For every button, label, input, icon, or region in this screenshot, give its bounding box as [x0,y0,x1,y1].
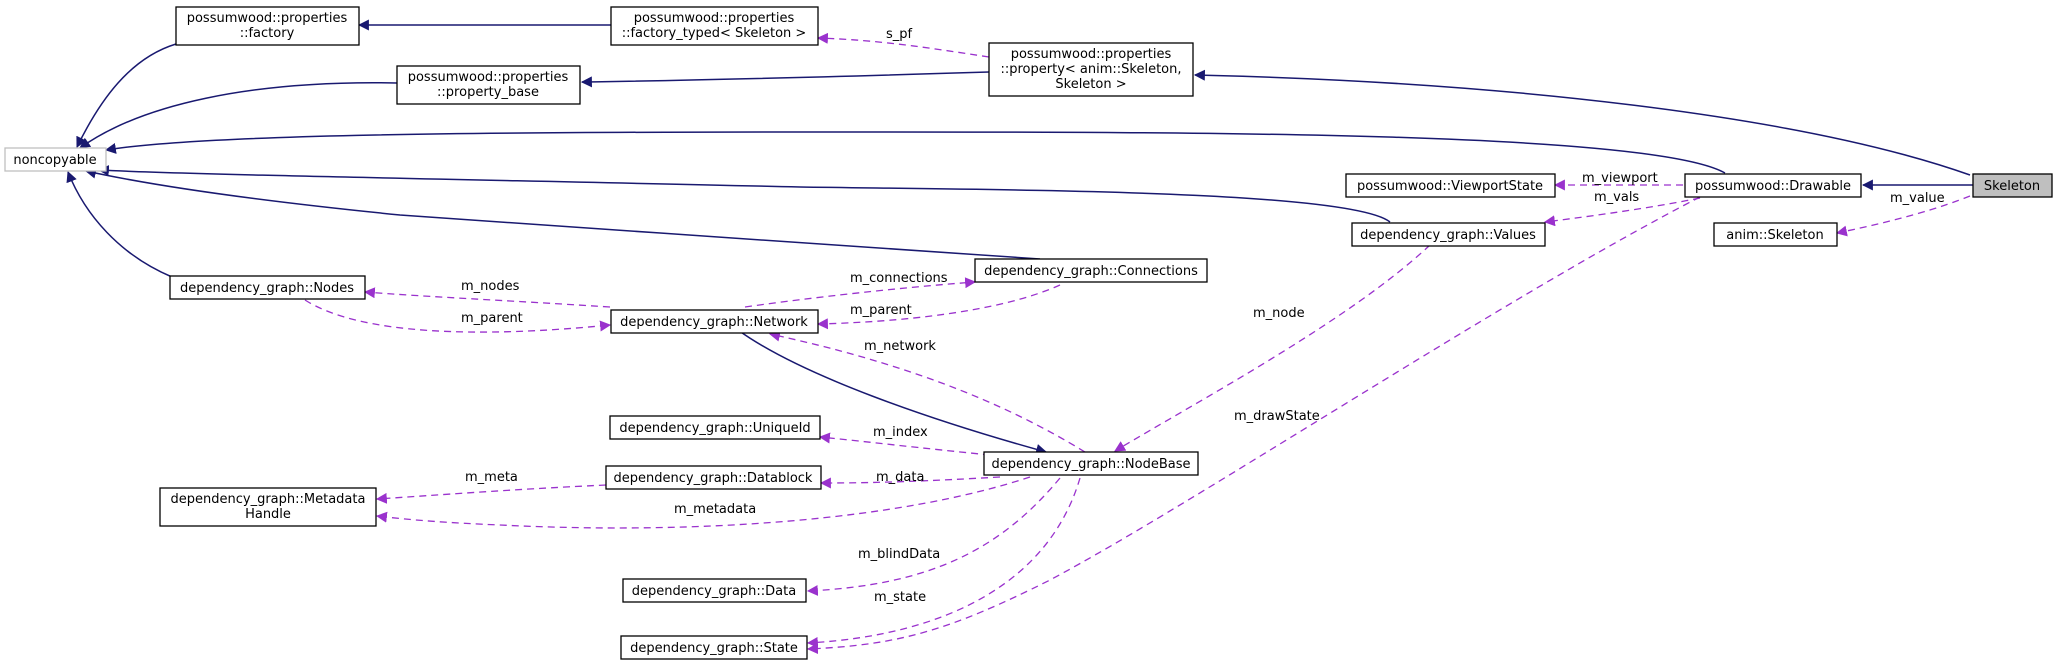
node-label-line: dependency_graph::UniqueId [619,421,810,436]
edge-factory-to-noncopyable [76,43,177,148]
node-label-line: possumwood::properties [634,11,795,26]
edge-labels: s_pf m_viewport m_vals m_value m_nodes m… [461,27,1945,605]
node-network[interactable]: dependency_graph::Network [610,309,819,334]
node-label-line: dependency_graph::State [630,641,798,656]
node-skeleton[interactable]: Skeleton [1972,173,2053,198]
edge-m-meta [375,484,607,504]
label-m-network: m_network [864,339,936,354]
node-viewportstate[interactable]: possumwood::ViewportState [1345,173,1556,198]
node-label-line: dependency_graph::Network [620,315,808,330]
edge-network-to-nodebase [737,329,1048,455]
label-m-node: m_node [1253,306,1305,321]
node-label-line: dependency_graph::Data [632,584,796,599]
edge-drawable-to-noncopyable [104,131,1726,174]
edge-skeleton-to-property [1193,69,1971,176]
edge-property-base-to-noncopyable [79,82,398,149]
node-factory-typed[interactable]: possumwood::properties ::factory_typed< … [610,6,819,46]
label-m-metadata: m_metadata [674,502,756,517]
label-m-value: m_value [1890,191,1945,206]
node-factory[interactable]: possumwood::properties ::factory [175,6,360,46]
node-label-line: possumwood::properties [1011,47,1172,62]
edge-property-to-property-base [580,71,990,88]
label-m-drawstate: m_drawState [1234,409,1320,424]
edge-m-parent-network [816,284,1061,330]
node-state[interactable]: dependency_graph::State [620,635,808,660]
node-label-line: ::property_base [437,85,539,100]
edge-m-index [818,432,991,456]
edge-m-vals [1543,197,1701,227]
node-drawable[interactable]: possumwood::Drawable [1684,173,1862,198]
node-property-base[interactable]: possumwood::properties ::property_base [396,65,581,105]
node-label-line: dependency_graph::Values [1360,228,1536,243]
node-uniqueid[interactable]: dependency_graph::UniqueId [609,415,821,440]
edge-m-data [819,476,1001,489]
label-m-nodes: m_nodes [461,279,520,294]
edge-m-drawstate [806,196,1701,655]
node-label-line: dependency_graph::NodeBase [992,457,1191,472]
node-property[interactable]: possumwood::properties ::property< anim:… [988,42,1194,97]
label-m-parent-nodes: m_parent [461,311,523,326]
label-m-connections: m_connections [850,271,948,286]
edge-nodes-to-noncopyable [66,170,173,278]
node-data[interactable]: dependency_graph::Data [622,578,807,603]
edge-m-metadata [375,476,1031,529]
label-m-vals: m_vals [1594,190,1639,205]
usage-edges [304,32,1971,655]
node-label-line: Skeleton > [1055,77,1126,92]
node-label-line: anim::Skeleton [1726,228,1823,243]
node-label-line: ::factory_typed< Skeleton > [622,26,807,41]
edge-m-connections [744,277,977,308]
label-m-data: m_data [876,470,924,485]
edge-m-nodes [363,287,611,308]
node-connections[interactable]: dependency_graph::Connections [974,258,1208,283]
edge-m-blinddata [806,477,1061,597]
label-m-parent-network: m_parent [850,303,912,318]
label-m-state: m_state [874,590,926,605]
edge-m-parent-nodes [304,299,612,333]
edge-s-pf [816,32,990,58]
edge-m-node [1114,244,1431,452]
label-m-blinddata: m_blindData [858,547,940,562]
node-label-line: possumwood::Drawable [1695,179,1851,194]
node-label-line: ::property< anim::Skeleton, [1000,62,1181,77]
label-m-index: m_index [873,425,928,440]
label-m-viewport: m_viewport [1582,171,1658,186]
node-label-line: dependency_graph::Metadata [171,492,366,507]
node-noncopyable[interactable]: noncopyable [4,147,107,172]
node-nodebase[interactable]: dependency_graph::NodeBase [983,451,1199,476]
edge-values-to-noncopyable [97,164,1391,223]
node-metadata-handle[interactable]: dependency_graph::Metadata Handle [159,487,377,527]
node-label-line: dependency_graph::Connections [984,264,1198,279]
inheritance-edges [66,19,1973,455]
node-label-line: possumwood::properties [408,70,569,85]
node-label-line: dependency_graph::Nodes [180,281,354,296]
class-nodes: possumwood::properties ::factory possumw… [4,6,2053,660]
node-anim-skeleton[interactable]: anim::Skeleton [1713,222,1838,247]
edge-m-network [768,330,1086,453]
node-values[interactable]: dependency_graph::Values [1351,222,1546,247]
node-label-line: possumwood::properties [187,11,348,26]
label-m-meta: m_meta [465,470,518,485]
node-dg-nodes[interactable]: dependency_graph::Nodes [169,275,366,300]
node-label-line: noncopyable [13,153,96,168]
label-s-pf: s_pf [886,27,913,42]
node-label-line: ::factory [240,26,295,41]
node-label-line: Handle [245,507,291,522]
edge-m-state [806,477,1081,648]
node-label-line: dependency_graph::Datablock [614,471,813,486]
node-label-line: possumwood::ViewportState [1357,179,1543,194]
node-label-line: Skeleton [1984,179,2040,194]
edge-connections-to-noncopyable [84,167,1041,260]
node-datablock[interactable]: dependency_graph::Datablock [605,465,822,490]
